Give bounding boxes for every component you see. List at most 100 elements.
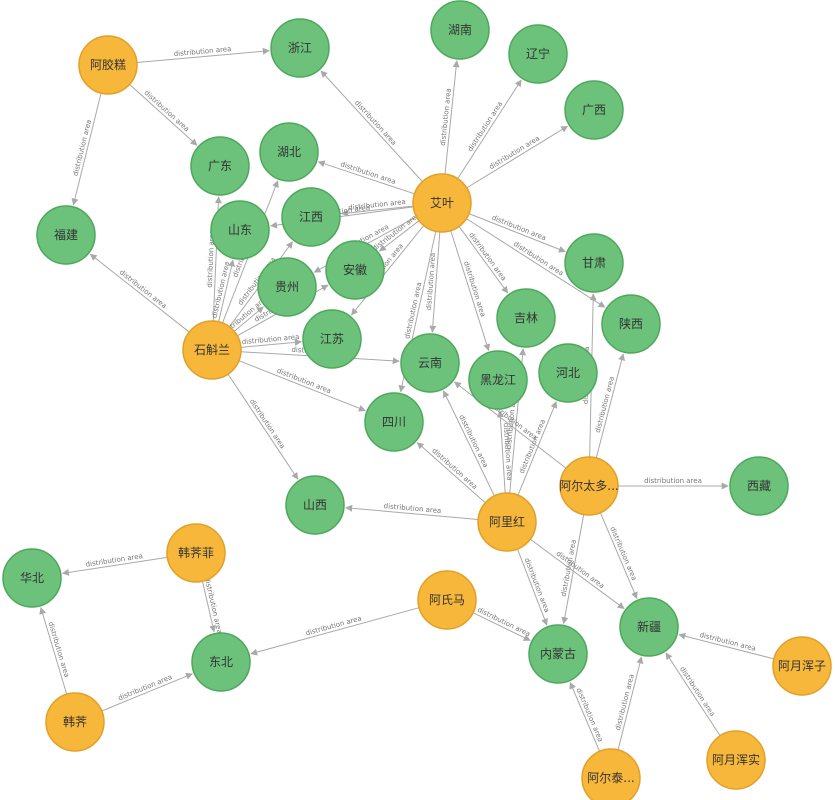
node-label: 阿月浑子 (778, 659, 826, 673)
node-nmg[interactable]: 内蒙古 (528, 624, 588, 684)
edge-label: distribution area (476, 606, 531, 638)
node-circle[interactable] (270, 18, 330, 78)
node-circle[interactable] (2, 548, 62, 608)
node-fj[interactable]: 福建 (36, 205, 96, 265)
node-aer[interactable]: 阿尔太多... (559, 456, 619, 516)
node-circle[interactable] (257, 257, 317, 317)
node-ali[interactable]: 阿里红 (477, 492, 537, 552)
node-ah[interactable]: 安徽 (325, 240, 385, 300)
edge-shi-gz (233, 306, 264, 332)
node-gx[interactable]: 广西 (564, 80, 624, 140)
edge-aerc-xj (617, 656, 644, 750)
edge-label: distribution area (248, 398, 287, 451)
edge-shi-fj (89, 253, 190, 333)
node-circle[interactable] (364, 392, 424, 452)
node-ayhs[interactable]: 阿月浑实 (706, 730, 766, 790)
node-label: 湖北 (277, 144, 301, 159)
edge-label: distribution area (117, 673, 173, 702)
node-circle[interactable] (36, 205, 96, 265)
node-circle[interactable] (601, 294, 661, 354)
edge-hanji-hb (61, 556, 168, 576)
node-circle[interactable] (496, 288, 556, 348)
node-xj[interactable]: 新疆 (619, 597, 679, 657)
node-circle[interactable] (281, 187, 341, 247)
node-ln[interactable]: 辽宁 (508, 24, 568, 84)
node-hub[interactable]: 湖北 (259, 122, 319, 182)
node-db[interactable]: 东北 (191, 632, 251, 692)
node-circle[interactable] (468, 350, 528, 410)
node-circle[interactable] (210, 200, 270, 260)
node-label: 湖南 (448, 22, 472, 37)
edge-ashi-nmg (472, 612, 531, 641)
node-hanji[interactable]: 韩荠菲 (166, 523, 226, 583)
node-hb[interactable]: 华北 (2, 548, 62, 608)
node-circle[interactable] (400, 333, 460, 393)
node-ayz[interactable]: 阿月浑子 (772, 636, 832, 696)
node-circle[interactable] (538, 343, 598, 403)
node-hanj[interactable]: 韩荠 (45, 692, 105, 752)
edge-aiye-gs (468, 213, 566, 253)
node-circle[interactable] (528, 624, 588, 684)
node-circle[interactable] (302, 309, 362, 369)
node-circle[interactable] (182, 320, 242, 380)
node-gz[interactable]: 贵州 (257, 257, 317, 317)
node-circle[interactable] (559, 456, 619, 516)
edge-label: distribution area (430, 447, 479, 491)
node-circle[interactable] (564, 233, 624, 293)
node-shx[interactable]: 陕西 (601, 294, 661, 354)
node-circle[interactable] (729, 456, 789, 516)
edge-ali-sx (345, 504, 479, 520)
node-circle[interactable] (772, 636, 832, 696)
edge-ali-yn (443, 390, 495, 497)
edge-label: distribution area (512, 240, 565, 278)
node-aiye[interactable]: 艾叶 (412, 173, 472, 233)
node-aerc[interactable]: 阿尔泰... (581, 748, 641, 800)
node-gd[interactable]: 广东 (190, 136, 250, 196)
node-a1[interactable]: 阿胶糕 (78, 35, 138, 95)
node-circle[interactable] (508, 24, 568, 84)
edge-a1-gd (129, 84, 198, 146)
node-label: 阿尔太多... (559, 478, 618, 493)
node-circle[interactable] (191, 632, 251, 692)
node-circle[interactable] (477, 492, 537, 552)
node-circle[interactable] (285, 475, 345, 535)
node-js[interactable]: 江苏 (302, 309, 362, 369)
node-jx[interactable]: 江西 (281, 187, 341, 247)
node-heb[interactable]: 河北 (538, 343, 598, 403)
node-sd[interactable]: 山东 (210, 200, 270, 260)
edge-aiye-yn (429, 231, 441, 333)
node-jl[interactable]: 吉林 (496, 288, 556, 348)
node-hlj[interactable]: 黑龙江 (468, 350, 528, 410)
node-sc[interactable]: 四川 (364, 392, 424, 452)
node-hun[interactable]: 湖南 (430, 0, 490, 60)
node-circle[interactable] (430, 0, 490, 60)
node-circle[interactable] (45, 692, 105, 752)
node-label: 阿胶糕 (90, 57, 126, 72)
edge-label: distribution area (46, 621, 70, 679)
node-ashi[interactable]: 阿氏马 (417, 570, 477, 630)
edge-aiye-shx (466, 218, 606, 308)
node-label: 阿里红 (489, 514, 525, 529)
node-yn[interactable]: 云南 (400, 333, 460, 393)
node-circle[interactable] (190, 136, 250, 196)
node-circle[interactable] (417, 570, 477, 630)
node-sx[interactable]: 山西 (285, 475, 345, 535)
node-circle[interactable] (581, 748, 641, 800)
node-label: 西藏 (747, 479, 771, 493)
node-circle[interactable] (259, 122, 319, 182)
edge-label: distribution area (276, 367, 333, 396)
node-label: 内蒙古 (540, 646, 576, 661)
node-circle[interactable] (412, 173, 472, 233)
node-circle[interactable] (166, 523, 226, 583)
node-zj[interactable]: 浙江 (270, 18, 330, 78)
node-circle[interactable] (706, 730, 766, 790)
node-gs[interactable]: 甘肃 (564, 233, 624, 293)
node-circle[interactable] (564, 80, 624, 140)
edge-shi-sx (227, 373, 299, 480)
node-circle[interactable] (325, 240, 385, 300)
node-circle[interactable] (619, 597, 679, 657)
node-shi[interactable]: 石斛兰 (182, 320, 242, 380)
edge-aiye-jl (458, 226, 509, 294)
node-circle[interactable] (78, 35, 138, 95)
node-xz[interactable]: 西藏 (729, 456, 789, 516)
